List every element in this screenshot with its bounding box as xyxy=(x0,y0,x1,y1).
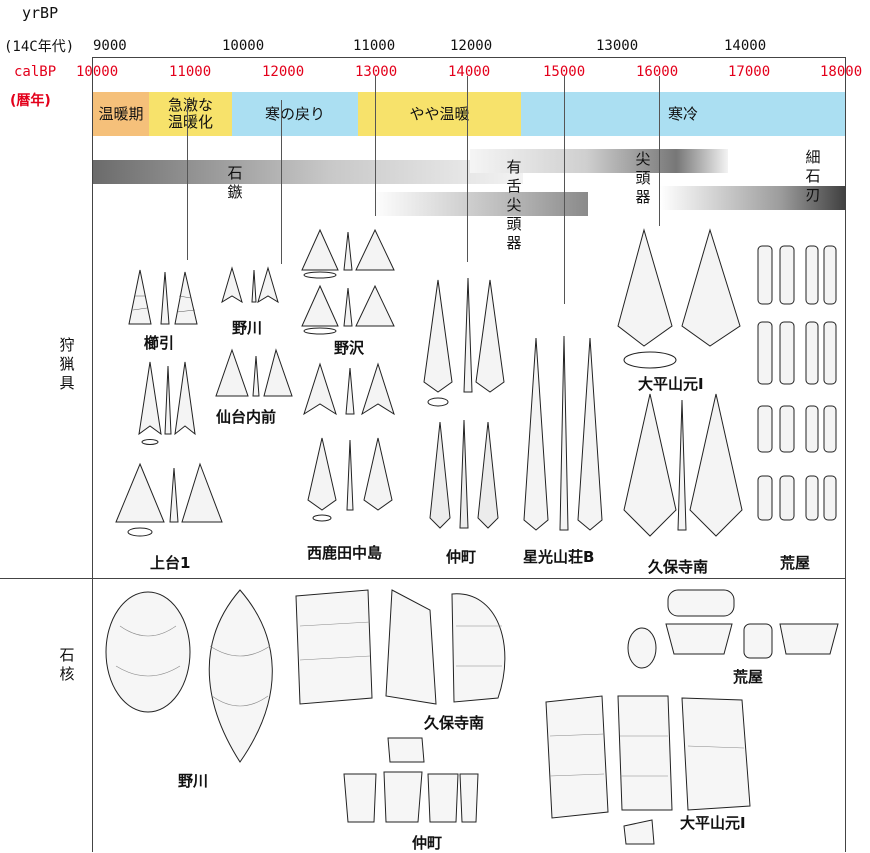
core-label-nakamachi: 仲町 xyxy=(412,832,442,853)
label-point: 尖 頭 器 xyxy=(634,150,652,207)
calbp-axis-sublabel: (暦年) xyxy=(10,90,51,110)
artifact-seikou-sansou-b xyxy=(518,334,606,534)
yrbp-tick: 11000 xyxy=(353,38,395,54)
yrbp-axis-label: yrBP xyxy=(22,4,58,22)
leader-line xyxy=(375,76,376,216)
artifact-nogawa xyxy=(218,266,280,306)
artifact-nakamachi-point-b xyxy=(428,418,502,536)
core-label-odai-yamamoto-i: 大平山元Ⅰ xyxy=(680,812,746,833)
core-araya xyxy=(620,584,842,672)
core-label-nogawa: 野川 xyxy=(178,770,208,791)
site-label-kuboderaminami: 久保寺南 xyxy=(648,556,708,577)
artifact-saishikada-nakajima xyxy=(300,360,400,536)
yrbp-tick: 14000 xyxy=(724,38,766,54)
artifact-sendai-uchimae xyxy=(135,358,197,448)
artifact-araya-microblades xyxy=(752,240,844,532)
core-label-kuboderaminami: 久保寺南 xyxy=(424,712,484,733)
leader-line xyxy=(564,76,565,304)
site-label-kushibiki: 櫛引 xyxy=(144,332,174,353)
yrbp-tick: 10000 xyxy=(222,38,264,54)
period-rapid-warming: 急激な 温暖化 xyxy=(149,92,232,136)
site-label-nogawa: 野川 xyxy=(232,317,262,338)
site-label-saishikada-nakajima: 西鹿田中島 xyxy=(307,542,382,563)
leader-line xyxy=(187,100,188,260)
row-label-hunting-tools: 狩 猟 具 xyxy=(58,336,76,393)
label-tanged-point: 有 舌 尖 頭 器 xyxy=(505,158,523,253)
site-label-uwadai1: 上台1 xyxy=(150,552,190,573)
row-label-cores: 石 核 xyxy=(58,646,76,684)
yrbp-axis-sublabel: (14C年代) xyxy=(4,36,74,56)
site-label-sendai-uchimae: 仙台内前 xyxy=(216,406,276,427)
label-microblade: 細 石 刃 xyxy=(804,148,822,205)
yrbp-tick: 9000 xyxy=(93,38,127,54)
site-label-nakamachi: 仲町 xyxy=(446,546,476,567)
yrbp-tick: 12000 xyxy=(450,38,492,54)
artifact-nakamachi-point xyxy=(422,276,506,414)
period-warm: 温暖期 xyxy=(93,92,149,136)
site-label-seikou-sansou-b: 星光山荘B xyxy=(523,546,594,567)
label-arrowhead: 石 鏃 xyxy=(226,164,244,202)
site-label-nozawa: 野沢 xyxy=(334,337,364,358)
core-label-araya: 荒屋 xyxy=(733,666,763,687)
row-divider xyxy=(0,578,846,579)
core-nogawa xyxy=(100,586,290,766)
period-cold: 寒冷 xyxy=(521,92,845,136)
artifact-nozawa xyxy=(300,226,398,338)
bar-tanged-point xyxy=(372,192,588,216)
yrbp-tick: 13000 xyxy=(596,38,638,54)
core-kuboderaminami xyxy=(288,586,520,712)
site-label-odai-yamamoto-i: 大平山元Ⅰ xyxy=(638,373,704,394)
period-cold-return: 寒の戻り xyxy=(232,92,358,136)
artifact-odai-yamamoto-i xyxy=(614,226,746,370)
artifact-kushibiki xyxy=(125,266,205,332)
leader-line xyxy=(467,76,468,262)
artifact-uwadai1 xyxy=(112,460,224,546)
leader-line xyxy=(281,100,282,264)
leader-line xyxy=(659,76,660,226)
period-mild-warm: やや温暖 xyxy=(358,92,521,136)
calbp-axis-label: calBP xyxy=(14,64,56,80)
core-nakamachi xyxy=(340,734,480,826)
bar-arrowhead xyxy=(93,160,523,184)
site-label-araya: 荒屋 xyxy=(780,552,810,573)
artifact-sendai-uchimae-b xyxy=(212,346,294,404)
artifact-kuboderaminami-point xyxy=(620,390,748,542)
